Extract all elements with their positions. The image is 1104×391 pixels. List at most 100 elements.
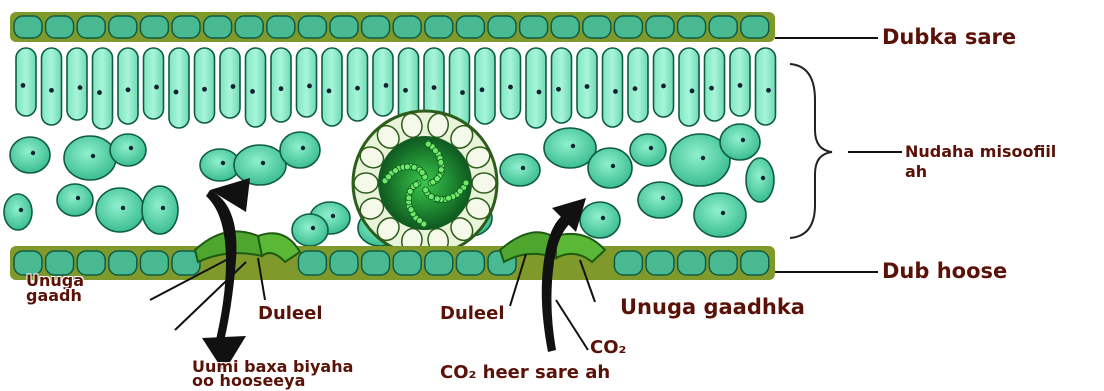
vein-cell [417, 218, 423, 224]
palisade-cell [195, 48, 215, 123]
nucleus [432, 85, 437, 90]
nucleus [221, 161, 225, 165]
epidermis-cell [393, 16, 421, 38]
nucleus [261, 161, 265, 165]
nucleus [174, 90, 179, 95]
spongy-cell [142, 186, 178, 234]
epidermis-cell [330, 16, 358, 38]
spongy-cell [64, 136, 116, 180]
vein-cell [438, 167, 444, 173]
epidermis-cell [77, 16, 105, 38]
nucleus [202, 87, 207, 92]
nucleus [21, 83, 26, 88]
label-upper-epidermis: Dubka sare [882, 27, 1016, 48]
vein-cell [463, 180, 469, 186]
palisade-cell [144, 48, 164, 119]
epidermis-cell [298, 251, 326, 275]
spongy-cell [96, 188, 144, 232]
nucleus [661, 84, 666, 89]
nucleus [633, 86, 638, 91]
palisade-cell [705, 48, 725, 121]
epidermis-cell [646, 16, 674, 38]
spongy-cell [110, 134, 146, 166]
spongy-cell [4, 194, 32, 230]
epidermis-cell [267, 16, 295, 38]
palisade-cell [16, 48, 36, 116]
epidermis-cell [583, 16, 611, 38]
bundle-sheath-cell [472, 173, 496, 193]
label-co2-high: CO₂ heer sare ah [440, 364, 610, 382]
label-mesophyll-line2: ah [905, 164, 1056, 180]
vein-cell [434, 176, 440, 182]
nucleus [571, 144, 575, 148]
nucleus [231, 84, 236, 89]
nucleus [701, 156, 705, 160]
epidermis-cell [741, 16, 769, 38]
palisade-cell [526, 48, 546, 128]
vein-cell [428, 194, 434, 200]
epidermis-cell [425, 251, 453, 275]
spongy-cell [746, 158, 774, 202]
palisade-cell [220, 48, 240, 118]
label-mesophyll-line1: Nudaha misoofiil [905, 144, 1056, 160]
epidermis-cell [393, 251, 421, 275]
vein-cell [457, 188, 463, 194]
nucleus [126, 87, 131, 92]
spongy-cell [57, 184, 93, 216]
palisade-cell [93, 48, 113, 129]
epidermis-cell [46, 16, 74, 38]
nucleus [307, 84, 312, 89]
upper-epidermis [10, 12, 775, 42]
spongy-cell [292, 214, 328, 246]
label-stoma-right: Duleel [440, 305, 505, 323]
palisade-cell [628, 48, 648, 122]
epidermis-cell [172, 16, 200, 38]
label-guard-cell-right: Unuga gaadhka [620, 297, 805, 318]
epidermis-cell [109, 16, 137, 38]
nucleus [154, 85, 159, 90]
nucleus [327, 89, 332, 94]
nucleus [31, 151, 35, 155]
vein-cell [446, 195, 452, 201]
palisade-cell [373, 48, 393, 116]
epidermis-cell [109, 251, 137, 275]
epidermis-cell [741, 251, 769, 275]
palisade-cell [348, 48, 368, 121]
palisade-cell [730, 48, 750, 116]
nucleus [355, 86, 360, 91]
vein-cell [413, 182, 419, 188]
spongy-cell [234, 145, 286, 185]
palisade-cell [552, 48, 572, 123]
nucleus [78, 85, 83, 90]
nucleus [403, 88, 408, 93]
palisade-cell [679, 48, 699, 126]
epidermis-cell [362, 16, 390, 38]
vein-cell [393, 168, 399, 174]
spongy-cell [280, 132, 320, 168]
bundle-sheath-cell [354, 173, 378, 193]
spongy-cell [630, 134, 666, 166]
epidermis-cell [678, 251, 706, 275]
spongy-cell [500, 154, 540, 186]
epidermis-cell [330, 251, 358, 275]
nucleus [690, 89, 695, 94]
nucleus [613, 89, 618, 94]
spongy-cell [694, 193, 746, 237]
palisade-cell [246, 48, 266, 127]
vein-cell [386, 174, 392, 180]
nucleus [766, 88, 771, 93]
nucleus [19, 208, 23, 212]
label-lower-epidermis: Dub hoose [882, 261, 1007, 282]
nucleus [129, 146, 133, 150]
nucleus [250, 89, 255, 94]
spongy-cell [720, 124, 760, 160]
palisade-cell [118, 48, 138, 124]
label-water-vapour-out: Uumi baxa biyaha oo hooseeya [192, 359, 353, 389]
nucleus [311, 226, 315, 230]
epidermis-cell [520, 16, 548, 38]
nucleus [331, 214, 335, 218]
epidermis-cell [204, 16, 232, 38]
lower-epidermis [10, 246, 775, 280]
epidermis-cell [140, 16, 168, 38]
